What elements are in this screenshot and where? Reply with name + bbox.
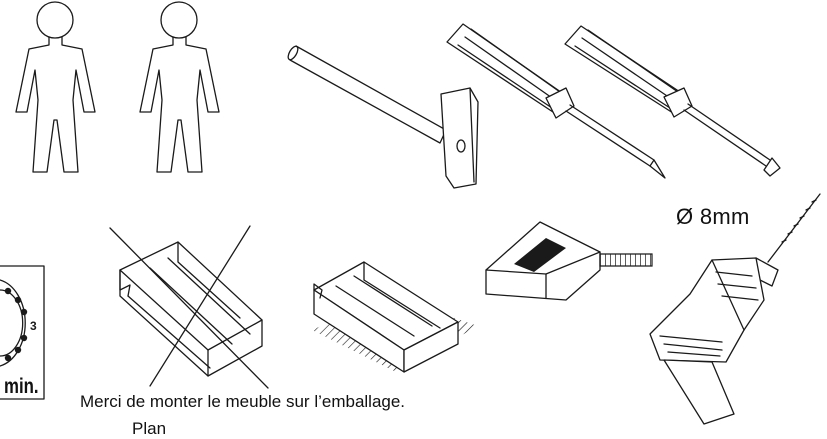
tape-measure-icon bbox=[485, 221, 653, 301]
phillips-screwdriver-icon bbox=[446, 23, 666, 179]
drill-icon bbox=[649, 193, 821, 425]
drill-bit-size-label: Ø 8mm bbox=[676, 204, 750, 229]
person-figure-1 bbox=[15, 1, 96, 173]
assembly-instruction-caption: Merci de monter le meuble sur l’emballag… bbox=[80, 392, 406, 411]
box-on-mat-icon bbox=[312, 261, 478, 373]
clock-icon: 3 bbox=[0, 265, 45, 400]
crossed-box-icon bbox=[109, 225, 269, 389]
clock-mark: 3 bbox=[30, 319, 37, 333]
assembly-instruction-caption-continued: Plan bbox=[132, 419, 167, 438]
hammer-icon bbox=[287, 45, 479, 189]
person-figure-2 bbox=[139, 1, 220, 173]
assembly-time-label: min. bbox=[4, 375, 39, 398]
flat-screwdriver-icon bbox=[564, 25, 781, 177]
